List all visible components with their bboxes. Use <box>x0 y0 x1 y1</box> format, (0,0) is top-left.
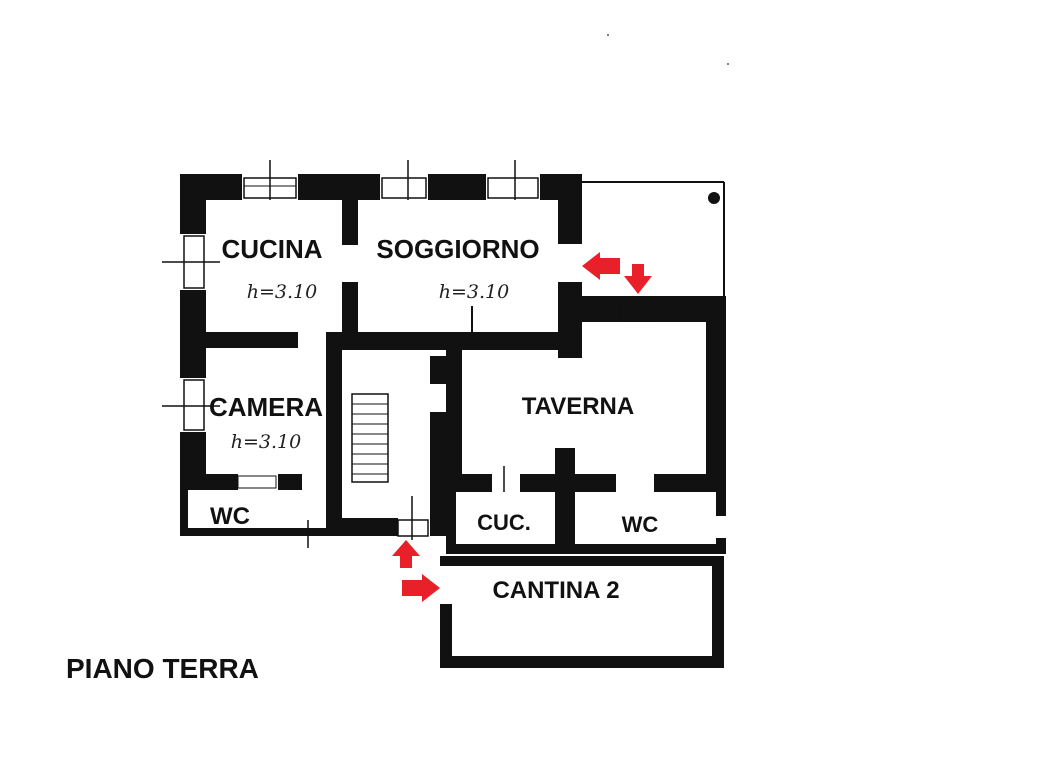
wall-segment <box>180 332 298 348</box>
wall-segment <box>180 474 238 490</box>
plan-title: PIANO TERRA <box>66 653 259 684</box>
wall-segment <box>716 492 726 516</box>
porch <box>582 181 725 296</box>
walls <box>180 174 582 536</box>
wall-segment <box>706 296 726 492</box>
room-label-soggiorno: SOGGIORNO <box>376 234 539 264</box>
room-label-camera: CAMERA <box>209 392 323 422</box>
wall-segment <box>298 174 380 200</box>
room-label-wc-1: WC <box>210 503 250 530</box>
wall-segment <box>180 528 330 536</box>
wall-segment <box>446 348 462 488</box>
room-label-wc-2: WC <box>622 512 659 537</box>
red-arrow-icon <box>402 574 440 602</box>
room-height-camera: h=3.10 <box>231 431 301 453</box>
east-block-walls <box>440 296 726 668</box>
room-label-cucina: CUCINA <box>221 234 322 264</box>
wall-segment <box>342 518 398 536</box>
wall-segment <box>446 474 492 492</box>
wall-segment <box>430 412 446 536</box>
wall-segment <box>576 296 726 322</box>
wall-segment <box>446 492 456 548</box>
red-arrow-icon <box>582 252 620 280</box>
room-label-cuc: CUC. <box>477 510 531 535</box>
wall-segment <box>180 174 206 234</box>
wall-segment <box>654 474 726 492</box>
wall-segment <box>446 544 726 554</box>
wall-segment <box>440 604 452 668</box>
room-height-soggiorno: h=3.10 <box>439 281 509 303</box>
room-height-cucina: h=3.10 <box>247 281 317 303</box>
entrance-arrows <box>392 252 652 602</box>
window-icon <box>162 160 657 548</box>
wall-segment <box>278 474 302 490</box>
room-label-cantina: CANTINA 2 <box>492 577 619 604</box>
wall-segment <box>712 556 724 668</box>
wall-segment <box>440 556 724 566</box>
wall-segment <box>428 174 486 200</box>
wall-segment <box>326 490 342 536</box>
wall-segment <box>326 332 342 492</box>
red-arrow-icon <box>624 264 652 294</box>
wall-segment <box>342 200 358 245</box>
wall-segment <box>430 356 446 384</box>
wall-segment <box>440 656 724 668</box>
stairs-icon <box>351 393 389 483</box>
room-label-taverna: TAVERNA <box>522 393 634 420</box>
red-arrow-icon <box>392 540 420 568</box>
wall-segment <box>558 174 582 244</box>
wall-segment <box>180 490 188 536</box>
wall-segment <box>330 332 580 350</box>
wall-segment <box>555 448 575 548</box>
